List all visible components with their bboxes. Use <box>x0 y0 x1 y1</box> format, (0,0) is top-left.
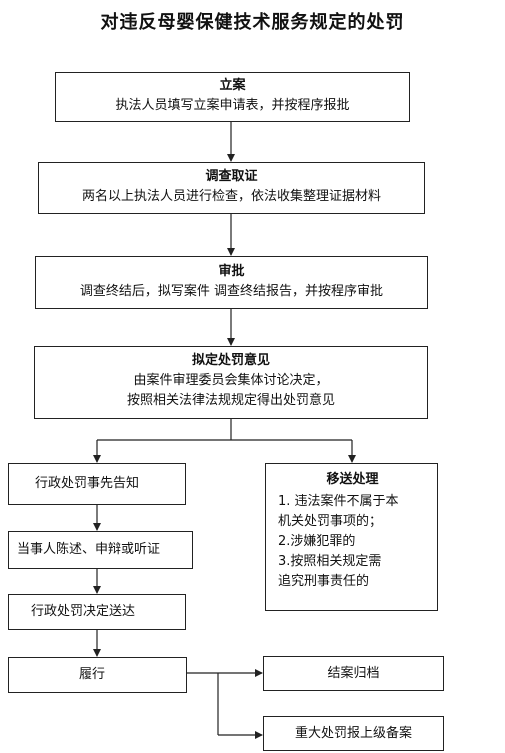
transfer-item: 3.按照相关规定需 <box>278 554 382 569</box>
step-opinion: 拟定处罚意见 由案件审理委员会集体讨论决定， 按照相关法律法规规定得出处罚意见 <box>34 346 428 419</box>
step-statement-label: 当事人陈述、申辩或听证 <box>17 542 161 557</box>
step-filing-head: 立案 <box>219 78 246 93</box>
transfer-item: 机关处罚事项的； <box>278 514 383 529</box>
step-perform-label: 履行 <box>79 667 106 682</box>
diagram-title: 对违反母婴保健技术服务规定的处罚 <box>100 12 405 33</box>
step-filing: 立案 执法人员填写立案申请表，并按程序报批 <box>55 72 410 122</box>
step-investigation-head: 调查取证 <box>205 169 258 184</box>
step-opinion-line1: 由案件审理委员会集体讨论决定， <box>133 373 329 388</box>
step-notice: 行政处罚事先告知 <box>8 463 186 505</box>
step-investigation-body: 两名以上执法人员进行检查，依法收集整理证据材料 <box>81 189 381 204</box>
step-archive: 结案归档 <box>263 656 444 691</box>
transfer-item: 追究刑事责任的 <box>278 574 370 589</box>
step-archive-label: 结案归档 <box>327 666 380 681</box>
step-report-label: 重大处罚报上级备案 <box>294 726 412 741</box>
step-delivery: 行政处罚决定送达 <box>8 594 186 630</box>
step-approval: 审批 调查终结后，拟写案件 调查终结报告，并按程序审批 <box>35 256 428 309</box>
step-investigation: 调查取证 两名以上执法人员进行检查，依法收集整理证据材料 <box>38 162 425 214</box>
step-transfer: 移送处理 1. 违法案件不属于本 机关处罚事项的； 2.涉嫌犯罪的 3.按照相关… <box>265 463 438 611</box>
step-perform: 履行 <box>8 657 187 693</box>
step-report: 重大处罚报上级备案 <box>263 716 444 751</box>
step-approval-head: 审批 <box>218 264 245 279</box>
transfer-item: 2.涉嫌犯罪的 <box>278 534 356 549</box>
step-delivery-label: 行政处罚决定送达 <box>31 604 136 619</box>
step-transfer-head: 移送处理 <box>326 472 379 487</box>
step-notice-label: 行政处罚事先告知 <box>35 476 140 491</box>
transfer-item: 1. 违法案件不属于本 <box>278 494 399 509</box>
step-filing-body: 执法人员填写立案申请表，并按程序报批 <box>115 98 350 113</box>
step-approval-body: 调查终结后，拟写案件 调查终结报告，并按程序审批 <box>79 284 384 299</box>
step-opinion-head: 拟定处罚意见 <box>191 353 270 368</box>
step-opinion-line2: 按照相关法律法规规定得出处罚意见 <box>126 393 335 408</box>
step-statement: 当事人陈述、申辩或听证 <box>8 531 193 569</box>
